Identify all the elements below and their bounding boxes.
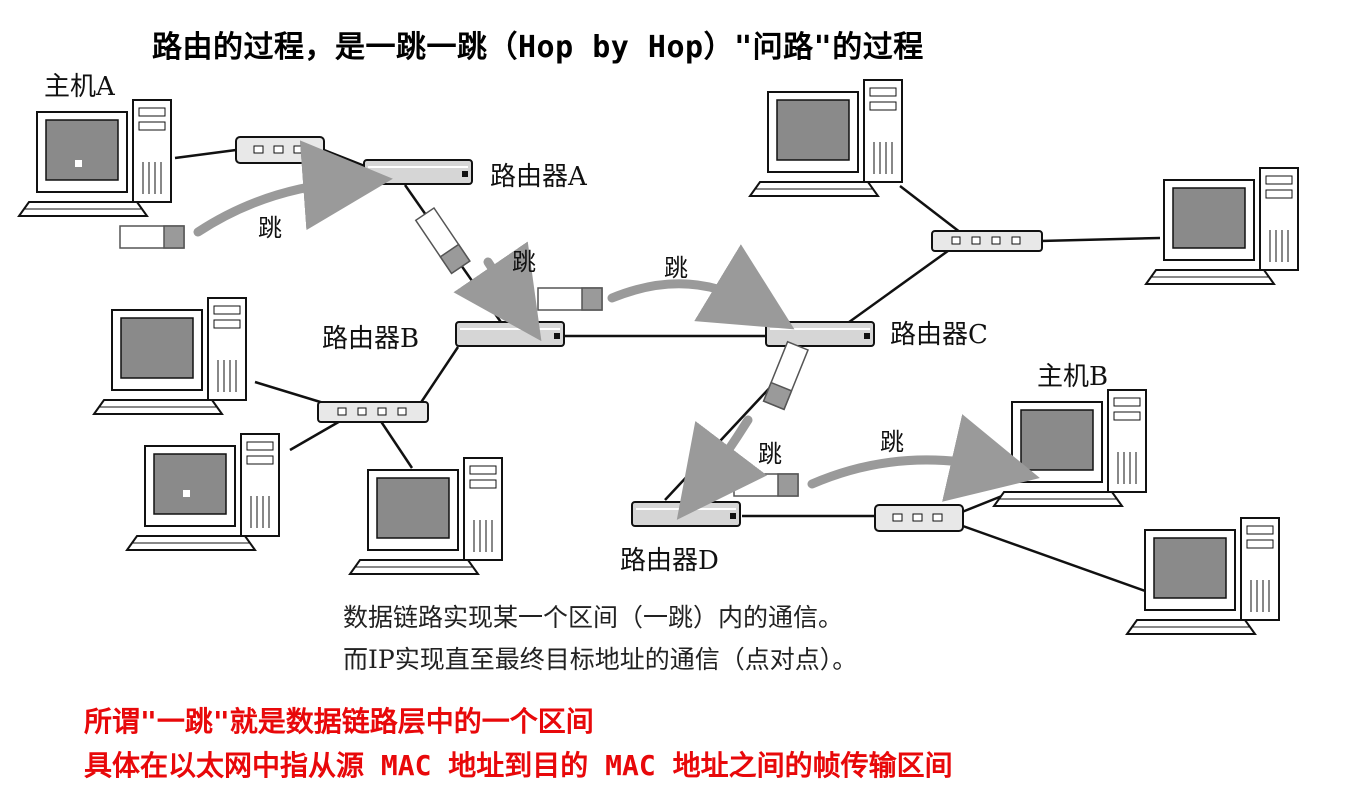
hop-label-2: 跳 bbox=[512, 248, 536, 276]
router-b-label: 路由器B bbox=[322, 324, 420, 354]
hub-host-b bbox=[874, 504, 964, 532]
hop-arrows bbox=[193, 140, 1040, 520]
hop-arrow-4 bbox=[676, 415, 768, 520]
hop-arrow-5 bbox=[807, 414, 1040, 502]
packet-router-a bbox=[415, 207, 471, 275]
caption-line-1: 数据链路实现某一个区间（一跳）内的通信。 bbox=[343, 603, 844, 632]
packet-host-a bbox=[119, 225, 185, 249]
hop-label-4: 跳 bbox=[758, 440, 782, 468]
host-a-computer bbox=[18, 99, 172, 217]
hop-arrow-2 bbox=[453, 241, 542, 342]
hop-label-5: 跳 bbox=[880, 428, 904, 456]
switch-top-right bbox=[931, 230, 1043, 252]
computer-top-right-1 bbox=[749, 79, 903, 197]
hop-label-3: 跳 bbox=[664, 254, 688, 282]
packet-router-c bbox=[762, 341, 809, 411]
router-a bbox=[363, 159, 473, 185]
caption-line-2: 而IP实现直至最终目标地址的通信（点对点）。 bbox=[343, 645, 858, 674]
computer-left-2 bbox=[126, 433, 280, 551]
router-c bbox=[765, 321, 875, 347]
host-b-label: 主机B bbox=[1037, 362, 1109, 392]
hop-arrow-3 bbox=[607, 244, 795, 330]
packet-router-b bbox=[537, 287, 603, 311]
router-d-label: 路由器D bbox=[620, 546, 719, 576]
note-line-1: 所谓"一跳"就是数据链路层中的一个区间 bbox=[84, 705, 594, 738]
computer-top-right-2 bbox=[1145, 167, 1299, 285]
hop-label-1: 跳 bbox=[258, 214, 282, 242]
host-b-computer bbox=[993, 389, 1147, 507]
router-d bbox=[631, 501, 741, 527]
router-c-label: 路由器C bbox=[890, 320, 988, 350]
cursor-marker bbox=[75, 160, 82, 167]
computer-bottom-center bbox=[349, 457, 503, 575]
note-line-2: 具体在以太网中指从源 MAC 地址到目的 MAC 地址之间的帧传输区间 bbox=[84, 749, 953, 782]
computer-bottom-right bbox=[1126, 517, 1280, 635]
cursor-marker-2 bbox=[183, 490, 190, 497]
packet-router-d bbox=[733, 473, 799, 497]
switch-left bbox=[317, 401, 429, 423]
computer-left-1 bbox=[93, 297, 247, 415]
hop-arrow-1 bbox=[193, 140, 393, 237]
host-a-label: 主机A bbox=[44, 72, 115, 102]
hub-host-a bbox=[235, 136, 325, 164]
router-a-label: 路由器A bbox=[490, 162, 587, 192]
router-b bbox=[455, 321, 565, 347]
diagram-title: 路由的过程，是一跳一跳（Hop by Hop）"问路"的过程 bbox=[152, 30, 924, 65]
